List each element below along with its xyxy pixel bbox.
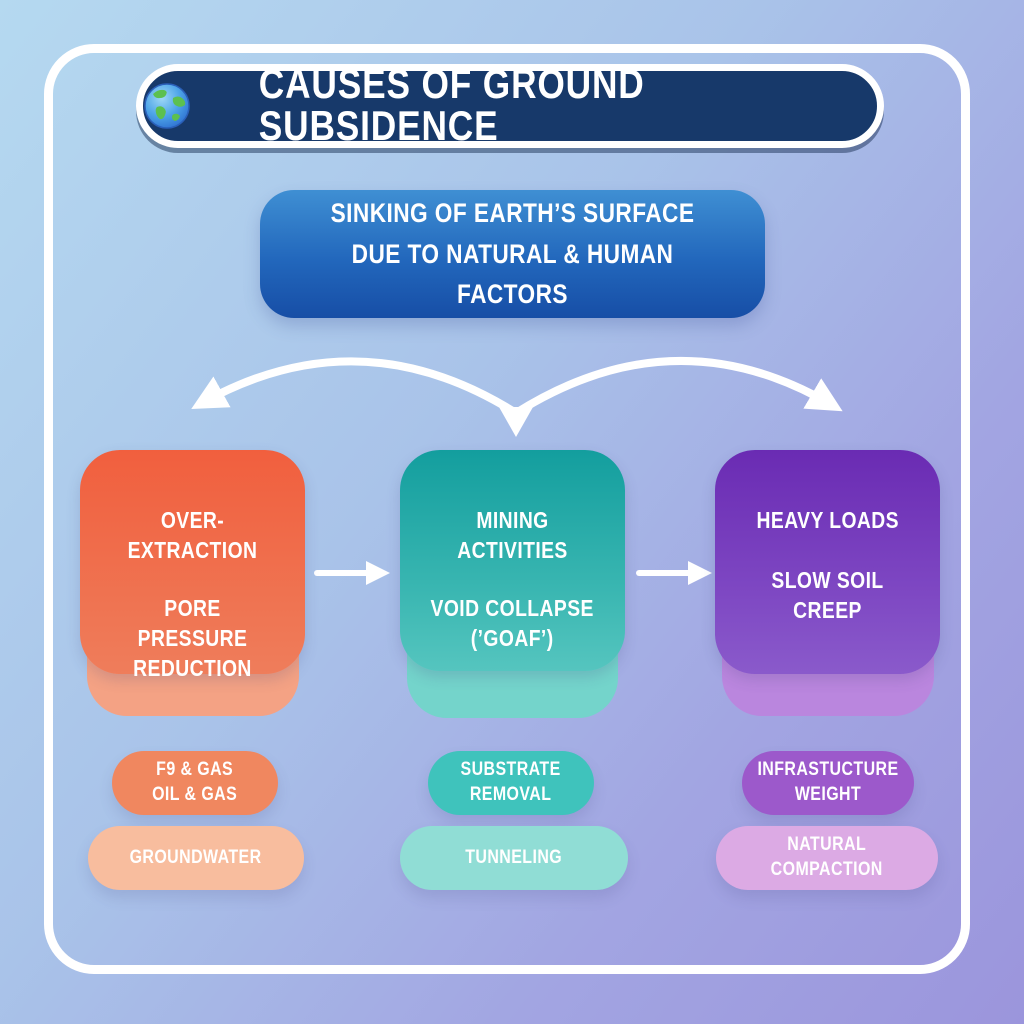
card-mining-activities: MINING ACTIVITIES VOID COLLAPSE (’GOAF’) — [400, 450, 625, 671]
tag-infrastructure-weight: INFRASTUCTURE WEIGHT — [742, 751, 914, 815]
tag-tunneling: TUNNELING — [400, 826, 628, 890]
arrow-to-left-card — [191, 357, 520, 417]
definition-box: SINKING OF EARTH’S SURFACE DUE TO NATURA… — [260, 190, 765, 318]
card-subtitle: SLOW SOIL CREEP — [771, 566, 884, 623]
tag-oil-and-gas: F9 & GAS OIL & GAS — [112, 751, 278, 815]
tag-substrate-removal: SUBSTRATE REMOVAL — [428, 751, 594, 815]
card-subtitle: VOID COLLAPSE (’GOAF’) — [430, 594, 595, 651]
card-heavy-loads: HEAVY LOADS SLOW SOIL CREEP — [715, 450, 940, 674]
globe-icon — [144, 83, 190, 129]
title-bar: CAUSES OF GROUND SUBSIDENCE — [136, 60, 884, 149]
card-title: HEAVY LOADS — [756, 507, 899, 533]
arrow-to-center-card — [499, 407, 533, 437]
branch-arrows — [191, 356, 843, 437]
card-title: OVER-EXTRACTION — [127, 507, 258, 563]
arrow-to-right-card — [512, 356, 843, 417]
definition-text: SINKING OF EARTH’S SURFACE DUE TO NATURA… — [330, 198, 695, 310]
arrow-card1-to-card2 — [314, 561, 390, 585]
arrow-card2-to-card3 — [636, 561, 712, 585]
tag-natural-compaction: NATURAL COMPACTION — [716, 826, 938, 890]
tag-groundwater: GROUNDWATER — [88, 826, 304, 890]
card-subtitle: PORE PRESSURE REDUCTION — [133, 594, 252, 681]
page-title: CAUSES OF GROUND SUBSIDENCE — [258, 60, 645, 149]
card-over-extraction: OVER-EXTRACTION PORE PRESSURE REDUCTION — [80, 450, 305, 681]
card-title: MINING ACTIVITIES — [457, 507, 568, 563]
